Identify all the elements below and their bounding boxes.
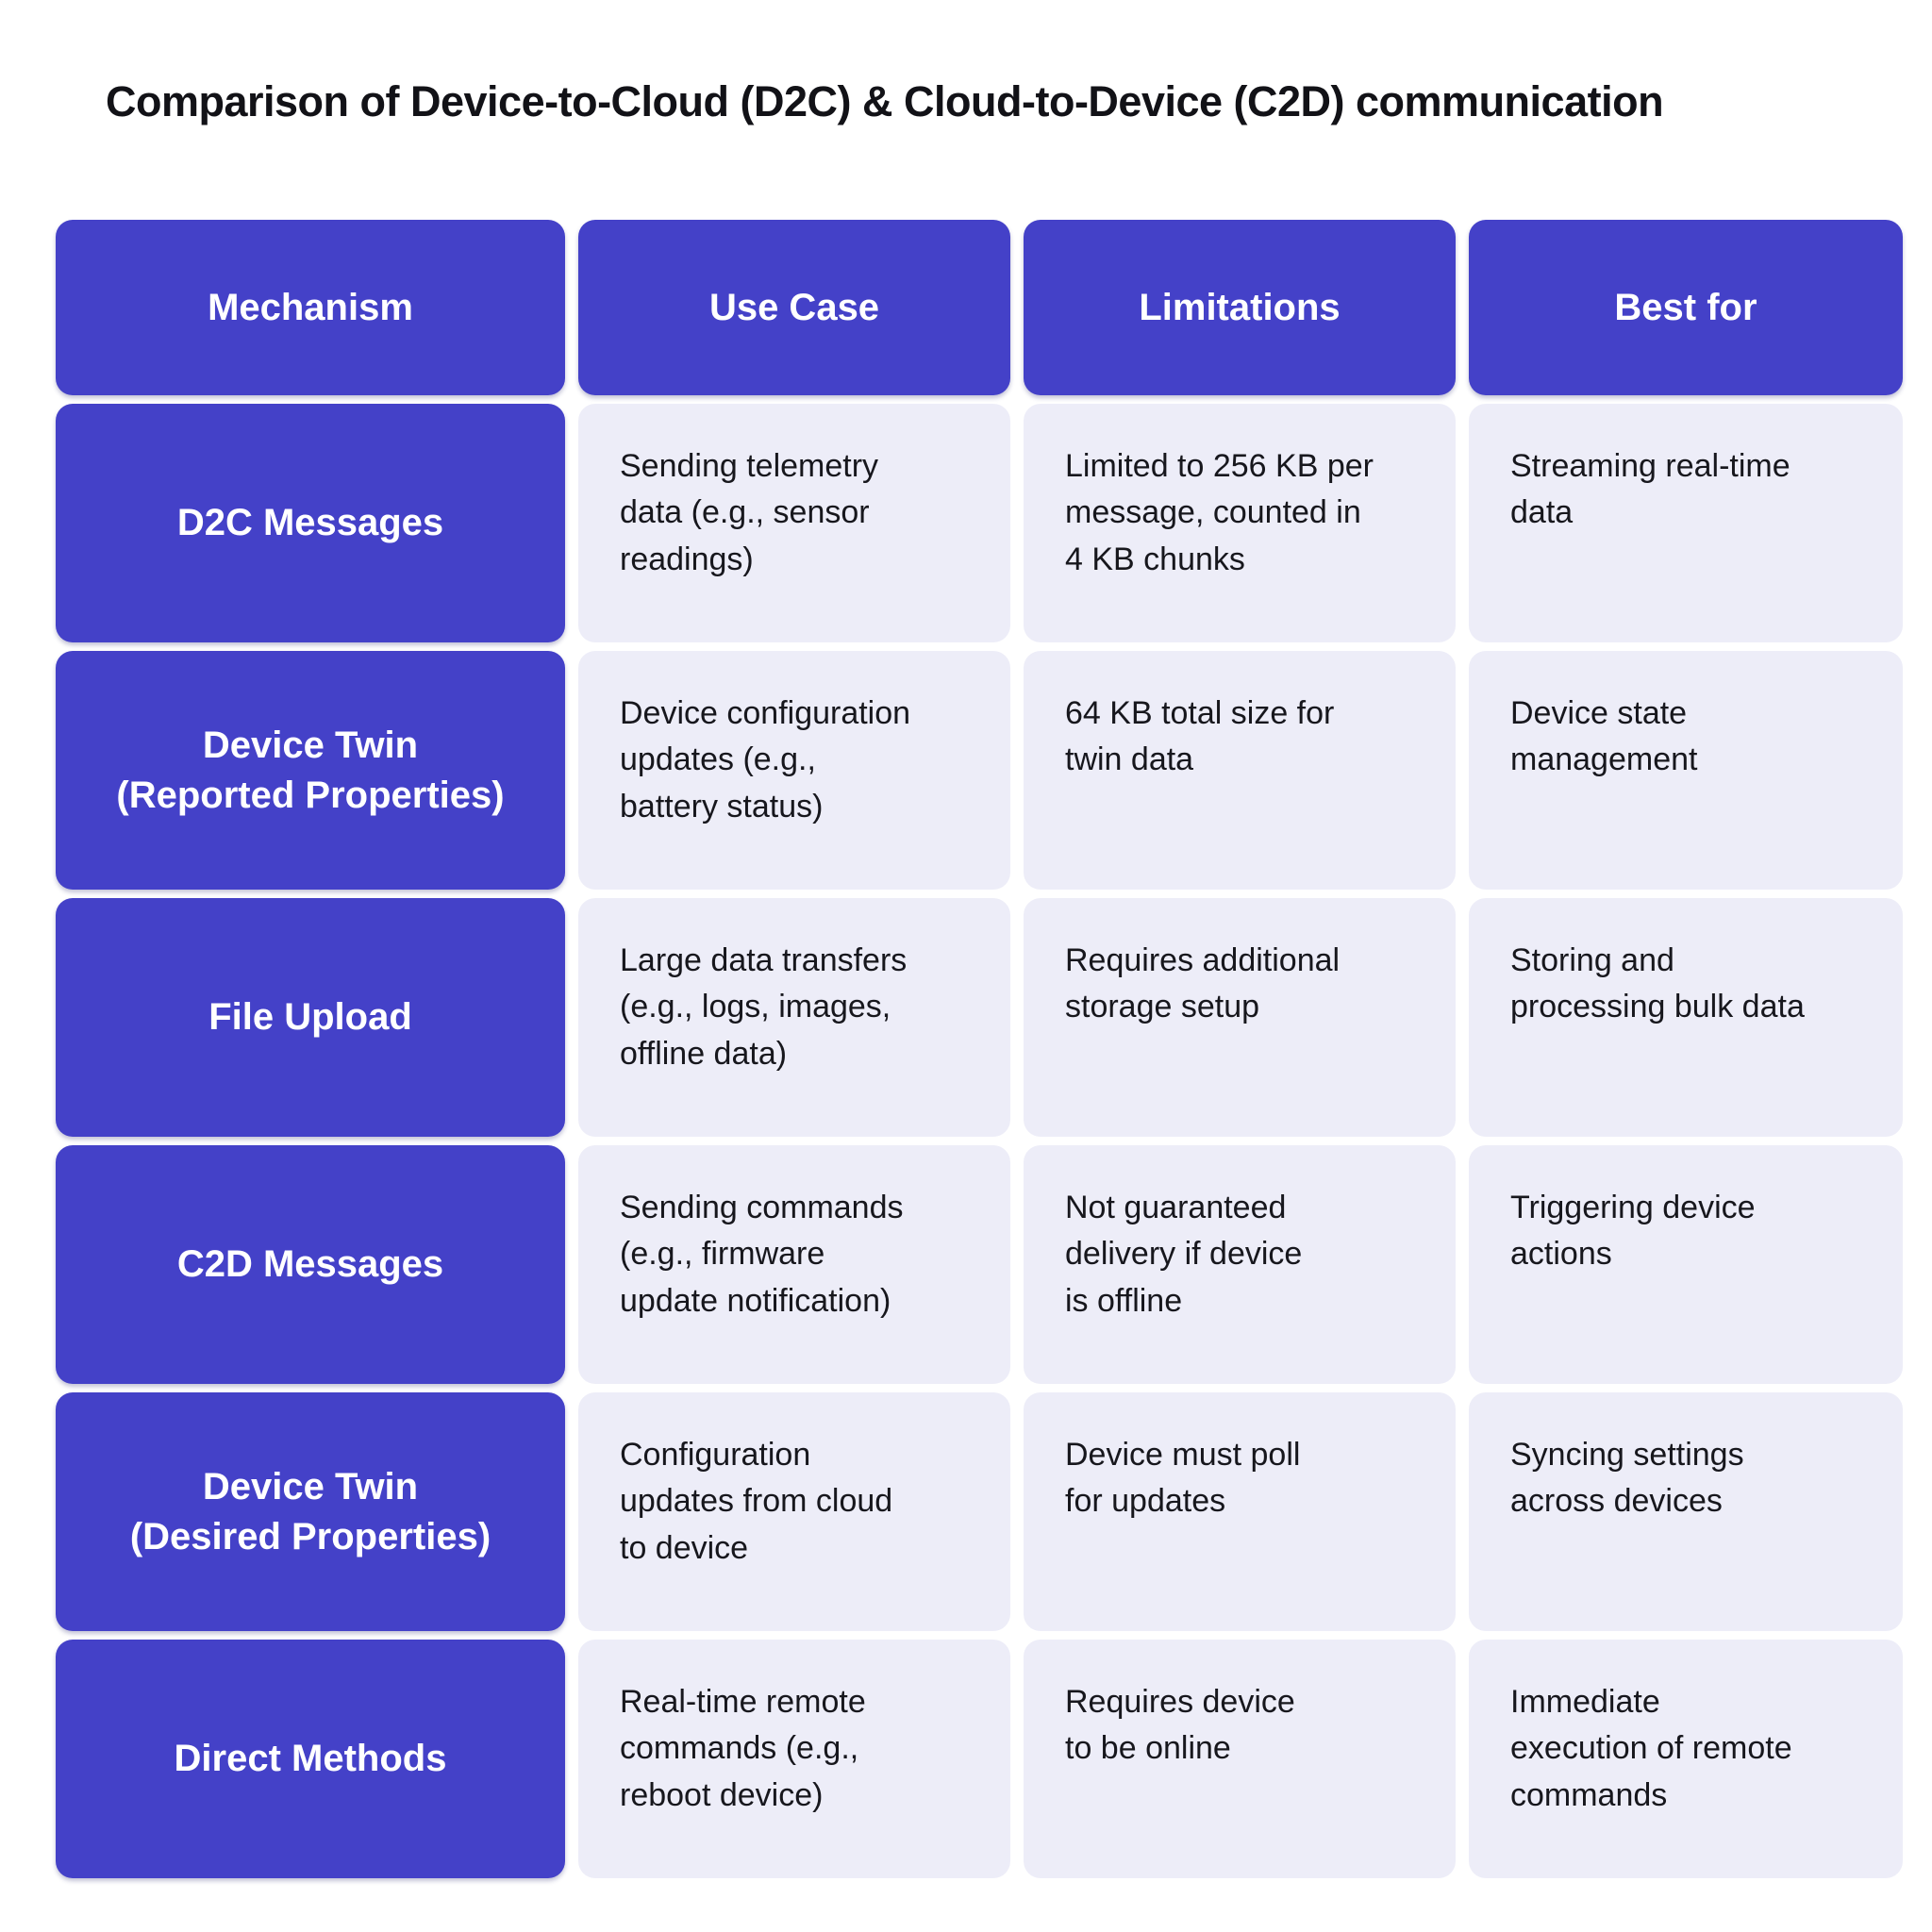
use-case-cell: Large data transfers (e.g., logs, images… [578,898,1010,1137]
use-case-cell: Configuration updates from cloud to devi… [578,1392,1010,1631]
column-header-mechanism: Mechanism [56,220,565,395]
best-for-cell: Triggering device actions [1469,1145,1903,1384]
mechanism-cell: Device Twin (Reported Properties) [56,651,565,890]
mechanism-cell: File Upload [56,898,565,1137]
best-for-cell: Immediate execution of remote commands [1469,1640,1903,1878]
limitations-cell: Device must poll for updates [1024,1392,1456,1631]
best-for-cell: Syncing settings across devices [1469,1392,1903,1631]
best-for-cell: Storing and processing bulk data [1469,898,1903,1137]
page-title: Comparison of Device-to-Cloud (D2C) & Cl… [106,77,1664,125]
mechanism-cell: D2C Messages [56,404,565,642]
column-header-use-case: Use Case [578,220,1010,395]
comparison-table: Mechanism Use Case Limitations Best for … [56,220,1903,1878]
limitations-cell: Requires device to be online [1024,1640,1456,1878]
use-case-cell: Sending telemetry data (e.g., sensor rea… [578,404,1010,642]
best-for-cell: Device state management [1469,651,1903,890]
use-case-cell: Real-time remote commands (e.g., reboot … [578,1640,1010,1878]
limitations-cell: Not guaranteed delivery if device is off… [1024,1145,1456,1384]
use-case-cell: Sending commands (e.g., firmware update … [578,1145,1010,1384]
best-for-cell: Streaming real-time data [1469,404,1903,642]
use-case-cell: Device configuration updates (e.g., batt… [578,651,1010,890]
mechanism-cell: C2D Messages [56,1145,565,1384]
mechanism-cell: Device Twin (Desired Properties) [56,1392,565,1631]
column-header-limitations: Limitations [1024,220,1456,395]
limitations-cell: 64 KB total size for twin data [1024,651,1456,890]
limitations-cell: Limited to 256 KB per message, counted i… [1024,404,1456,642]
column-header-best-for: Best for [1469,220,1903,395]
mechanism-cell: Direct Methods [56,1640,565,1878]
limitations-cell: Requires additional storage setup [1024,898,1456,1137]
